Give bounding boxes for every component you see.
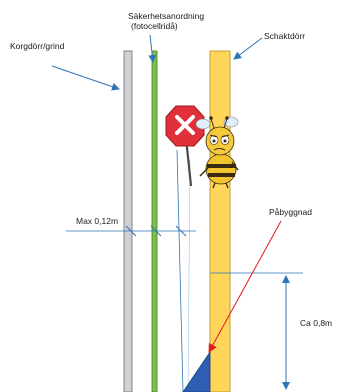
max-gap-label: Max 0,12m bbox=[76, 216, 119, 226]
safety-device-bar bbox=[151, 50, 158, 392]
guide-line bbox=[187, 159, 191, 392]
car-door-bar bbox=[123, 50, 133, 392]
safety-device-label-line2: (fotocellridå) bbox=[131, 21, 178, 31]
stop-x-sign-icon bbox=[165, 105, 205, 187]
superstructure-wedge bbox=[182, 350, 211, 392]
superstructure-pointer-arrow bbox=[208, 220, 282, 353]
shaft-door-pointer-arrow bbox=[233, 37, 263, 60]
bee-mascot-icon bbox=[195, 116, 239, 189]
safety-device-label-line1: Säkerhetsanordning bbox=[128, 11, 205, 21]
approx-height-label: Ca 0,8m bbox=[300, 318, 333, 328]
gap-tick bbox=[125, 225, 137, 237]
superstructure-label: Påbyggnad bbox=[269, 207, 313, 217]
gap-tick bbox=[150, 225, 162, 237]
shaft-door-bar bbox=[209, 50, 231, 392]
safety-device-pointer-arrow bbox=[148, 34, 157, 63]
car-door-pointer-arrow bbox=[51, 65, 120, 91]
gap-tick bbox=[175, 225, 187, 237]
car-door-label: Korgdörr/grind bbox=[10, 41, 65, 51]
guide-line bbox=[176, 149, 184, 392]
shaft-door-label: Schaktdörr bbox=[264, 31, 306, 41]
